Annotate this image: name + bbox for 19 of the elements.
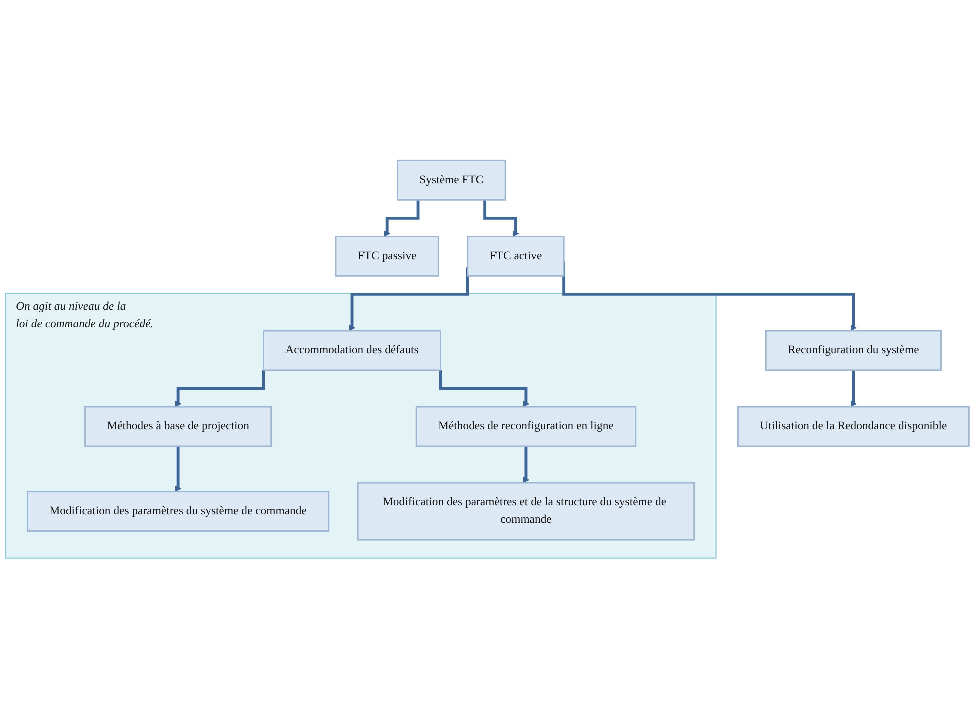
arrow (439, 370, 530, 408)
arrow (523, 446, 530, 484)
node-box: Reconfiguration du système (765, 330, 942, 372)
node-box: Utilisation de la Redondance disponible (737, 406, 970, 448)
arrow (484, 200, 520, 237)
arrow (175, 370, 266, 408)
arrow (175, 446, 182, 492)
node-box: Méthodes de reconfiguration en ligne (416, 406, 637, 448)
arrow (850, 370, 857, 408)
node-box: FTC passive (335, 236, 440, 277)
node-box: Modification des paramètres et de la structure du système de commande (357, 482, 696, 541)
node-box: FTC active (467, 236, 565, 277)
arrow (349, 268, 470, 332)
arrow (384, 200, 420, 237)
node-box: Accommodation des défauts (263, 330, 442, 372)
node-box: Méthodes à base de projection (84, 406, 272, 448)
node-box: Modification des paramètres du système de commande (27, 491, 330, 532)
arrow (562, 262, 857, 332)
node-box: Système FTC (397, 160, 506, 201)
